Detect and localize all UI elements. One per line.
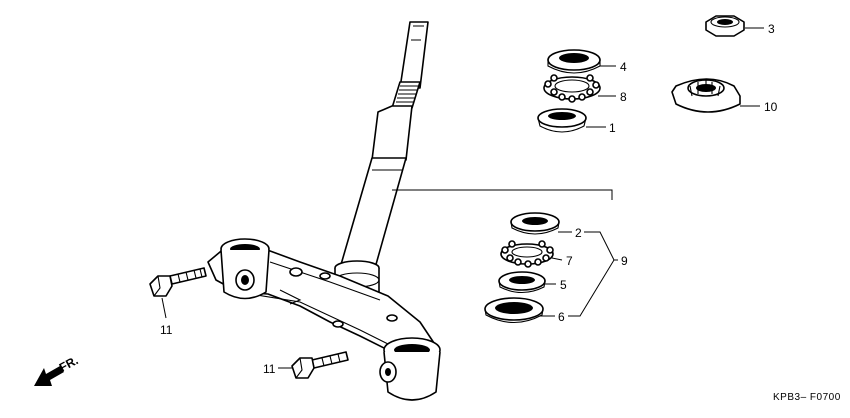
bolt-upper[interactable] xyxy=(149,267,207,297)
part-10-lock-nut[interactable] xyxy=(671,78,741,113)
part-6-dust-seal[interactable] xyxy=(484,297,544,324)
callouts: 3 4 8 1 10 2 7 9 5 6 11 11 xyxy=(160,22,778,376)
front-arrow-icon xyxy=(34,366,64,386)
catalog-code: KPB3– F0700 xyxy=(773,392,841,403)
callout-6: 6 xyxy=(558,310,565,324)
steering-stem-assembly xyxy=(207,21,441,401)
callout-7: 7 xyxy=(566,254,573,268)
callout-11-lower: 11 xyxy=(263,362,276,376)
part-7-lower-ball-race[interactable] xyxy=(500,240,554,268)
callout-10: 10 xyxy=(764,100,778,114)
callout-11-upper: 11 xyxy=(160,323,173,337)
part-3-stem-nut[interactable] xyxy=(705,15,745,37)
part-1-upper-cone-race[interactable] xyxy=(537,108,587,133)
callout-8: 8 xyxy=(620,90,627,104)
callout-3: 3 xyxy=(768,22,775,36)
part-2-lower-inner-race[interactable] xyxy=(510,212,560,235)
callout-5: 5 xyxy=(560,278,567,292)
part-8-upper-ball-race[interactable] xyxy=(543,74,601,103)
part-4-dust-seal[interactable] xyxy=(547,49,601,74)
callout-1: 1 xyxy=(609,121,616,135)
bolt-lower[interactable] xyxy=(291,351,349,379)
front-direction-indicator: FR. xyxy=(34,353,80,386)
callout-9: 9 xyxy=(621,254,628,268)
callout-4: 4 xyxy=(620,60,627,74)
callout-2: 2 xyxy=(575,226,582,240)
leader-lines xyxy=(161,27,764,369)
part-5-lower-outer-race[interactable] xyxy=(498,271,546,294)
